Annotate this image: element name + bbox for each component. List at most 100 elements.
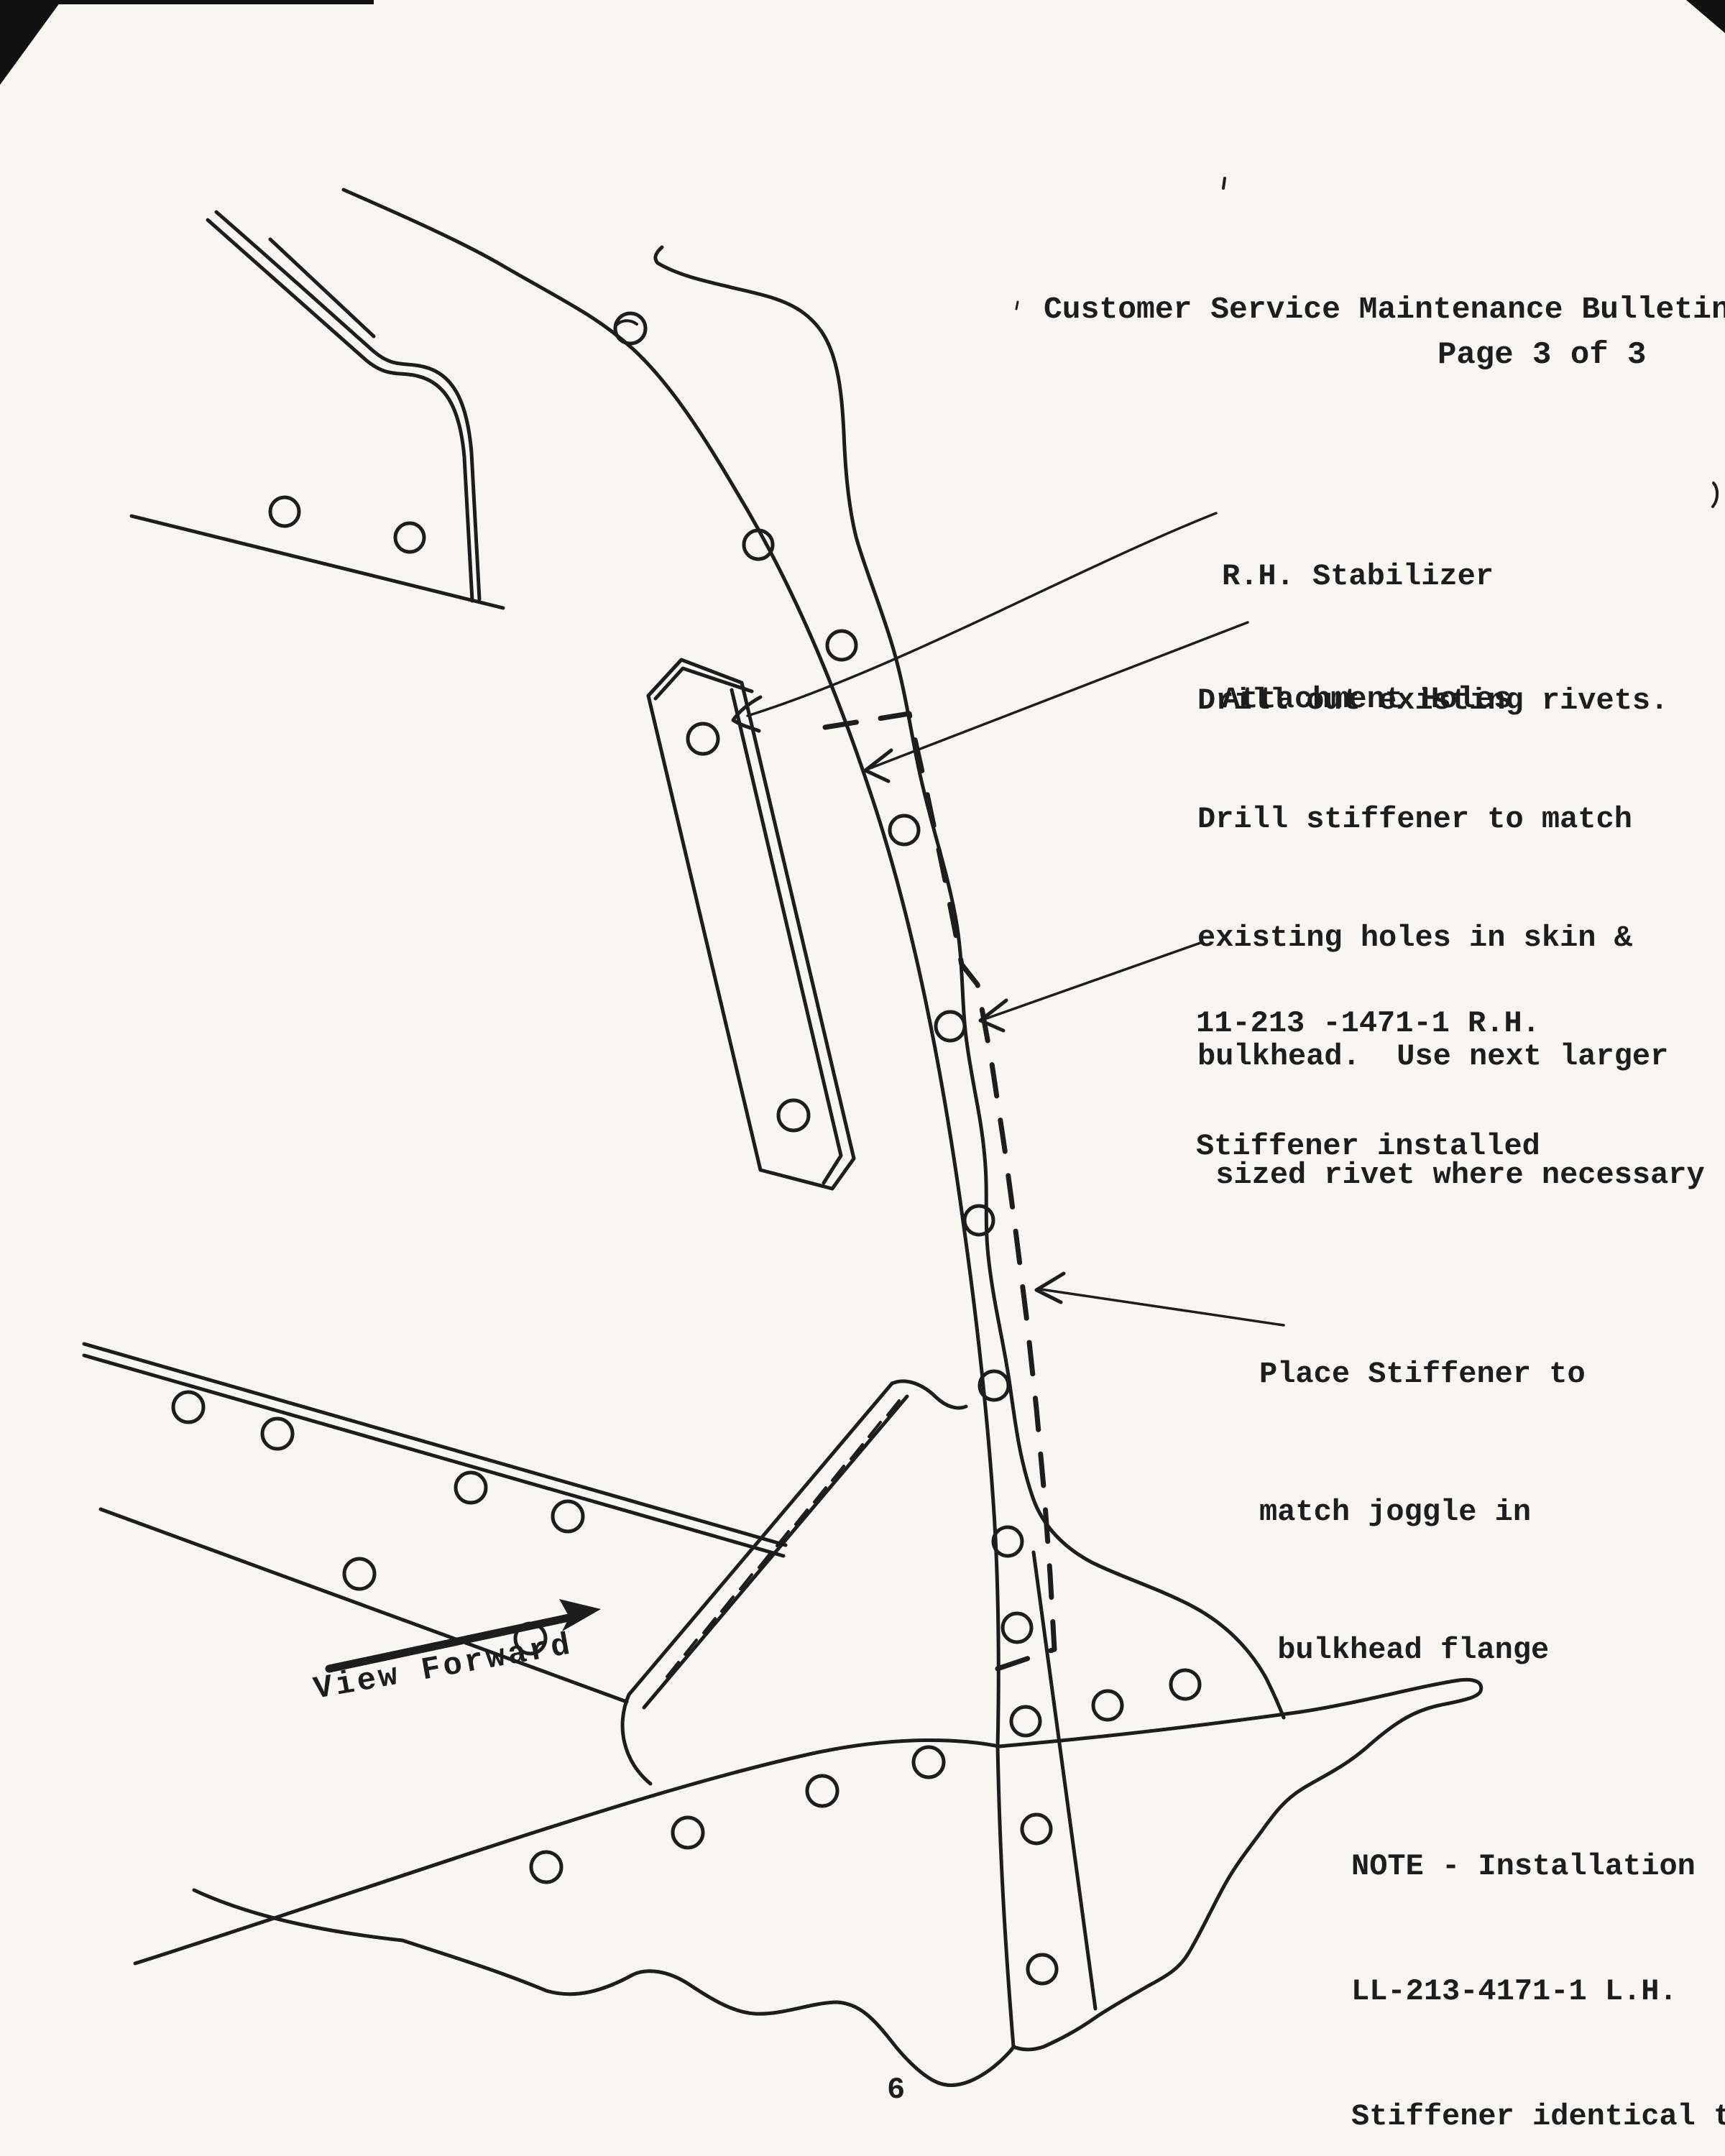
figure-caption: FUSELAGE STATION 167 (773, 2076, 1216, 2156)
callout-line: Stiffener installed (1196, 1129, 1540, 1164)
rivet-hole (978, 1369, 1011, 1402)
view-forward-text: View Forward (310, 1627, 576, 1708)
skin-torn-edge (653, 245, 1286, 1720)
callout-line: Drill out existing rivets. (1197, 683, 1669, 718)
rivet-hole (454, 1470, 488, 1505)
rivet-hole (393, 521, 426, 554)
drill-leader-arrowhead (863, 748, 893, 783)
gusset-hypotenuse-inner (642, 1394, 909, 1710)
bulkhead-rivet-hole-row (742, 528, 1059, 1986)
rivet-hole (686, 722, 720, 756)
stabilizer-leader-line (746, 512, 1218, 717)
note-line: NOTE - Installation (1351, 1849, 1696, 1884)
rivet-hole (551, 1499, 585, 1534)
rivet-hole (742, 528, 775, 561)
page-number-text: 6 (887, 2073, 906, 2107)
view-forward-arrow-shaft (325, 1613, 576, 1673)
gusset-hatching (666, 1399, 901, 1678)
note-line: LL-213-4171-1 L.H. (1351, 1974, 1678, 2009)
callout-line: existing holes in skin & (1197, 921, 1632, 955)
callout-line: Drill stiffener to match (1197, 802, 1632, 837)
stringer (82, 1342, 788, 1704)
callout-line: match joggle in (1259, 1495, 1532, 1529)
rivet-hole (1169, 1668, 1202, 1701)
rivet-hole (776, 1098, 811, 1133)
rivet-hole (1009, 1705, 1042, 1738)
bulletin-title-line: Customer Service Maintenance Bulletin (1044, 292, 1725, 327)
stabilizer-leader-arrowhead (731, 695, 763, 733)
stray-tick (1711, 482, 1719, 508)
bulletin-title: Customer Service Maintenance Bulletin (1044, 207, 1725, 412)
callout-line: bulkhead flange (1259, 1633, 1550, 1667)
rivet-hole (613, 311, 648, 346)
rivet-hole (888, 814, 921, 847)
bulkhead-web-right-edge (1031, 1550, 1098, 2011)
stiffener-installed-leader-line (983, 941, 1202, 1021)
callout-stiffener-installed: 11-213 -1471-1 R.H. Stiffener installed (1196, 921, 1540, 1249)
scan-corner-mark-top-right (1686, 0, 1725, 33)
stringer-bottom-edge (98, 1507, 629, 1704)
scan-edge-mark-top (0, 0, 374, 4)
gusset-apex-torn-edge (890, 1379, 968, 1410)
joggle-leader-arrowhead (1034, 1271, 1066, 1304)
rivet-hole (171, 1390, 206, 1424)
callout-line: R.H. Stabilizer (1222, 559, 1494, 594)
drill-leader-line (867, 621, 1249, 770)
callout-line: sized rivet where necessary (1197, 1158, 1705, 1192)
stiffener-part (646, 658, 856, 1191)
stiffener-installed-leader-arrowhead (978, 998, 1008, 1033)
rivet-hole (805, 1774, 840, 1808)
gusset-hypotenuse-outer (627, 1381, 894, 1697)
rivet-hole (962, 1204, 995, 1237)
page-number: 6 (887, 1988, 960, 2156)
stringer-top-edge (82, 1342, 788, 1547)
rivet-hole (342, 1557, 377, 1591)
rivet-hole (934, 1010, 967, 1043)
rivet-hole (825, 629, 858, 662)
callout-place-stiffener: Place Stiffener to match joggle in bulkh… (1259, 1259, 1586, 1765)
stiffener-installed-dashed-outline (822, 711, 1057, 1672)
joggle-leader-line (1039, 1288, 1285, 1327)
page-indicator-text: Page 3 of 3 (1438, 337, 1647, 373)
bulkhead-flange-edge (341, 188, 1016, 2049)
callout-line: Place Stiffener to (1259, 1357, 1586, 1391)
rivet-hole (991, 1525, 1024, 1558)
hole-edge-tick (615, 319, 638, 326)
rivet-hole (268, 495, 301, 528)
scan-corner-mark-top-left (0, 0, 62, 85)
callout-line: 11-213 -1471-1 R.H. (1196, 1006, 1540, 1041)
view-forward-arrowhead-icon (559, 1599, 601, 1631)
stray-tick (1015, 300, 1019, 310)
rivet-hole (529, 1850, 564, 1884)
rivet-hole (1020, 1812, 1053, 1846)
gusset (620, 1379, 968, 1786)
view-forward-arrow (325, 1599, 601, 1673)
page-indicator: Page 3 of 3 (1438, 253, 1646, 458)
stiffener-part-right-inner-edge (730, 688, 843, 1185)
callout-line: bulkhead. Use next larger (1197, 1039, 1669, 1074)
note-block: NOTE - Installation LL-213-4171-1 L.H. S… (1351, 1762, 1725, 2156)
note-line: Stiffener identical to (1351, 2099, 1725, 2134)
stringer-top-edge-double (82, 1353, 786, 1558)
callout-line: Attachment Holes (1222, 682, 1512, 717)
callout-stabilizer-attachment-holes: R.H. Stabilizer Attachment Holes (1222, 474, 1512, 802)
stiffener-part-top-inner-edge (653, 666, 754, 701)
leader-lines (731, 512, 1285, 1327)
chevron-flange-outer-line (206, 218, 474, 603)
rivet-hole (260, 1416, 295, 1451)
chevron-flange-inner-line (214, 210, 482, 602)
lower-skin-torn-edge (192, 1888, 1016, 2087)
stiffener-part-outline (646, 658, 856, 1191)
lower-skin-rivet-holes (529, 1668, 1202, 1884)
rivet-hole (1026, 1953, 1059, 1986)
rivet-hole (671, 1815, 705, 1850)
rivet-hole (1000, 1611, 1034, 1644)
stray-tick (1222, 177, 1226, 190)
rivet-hole (1091, 1689, 1124, 1722)
lower-skin-edge (133, 1677, 1484, 2052)
rivet-hole (911, 1745, 946, 1779)
chevron-base-edge (129, 514, 505, 610)
gusset-corner-notch (620, 1692, 653, 1786)
